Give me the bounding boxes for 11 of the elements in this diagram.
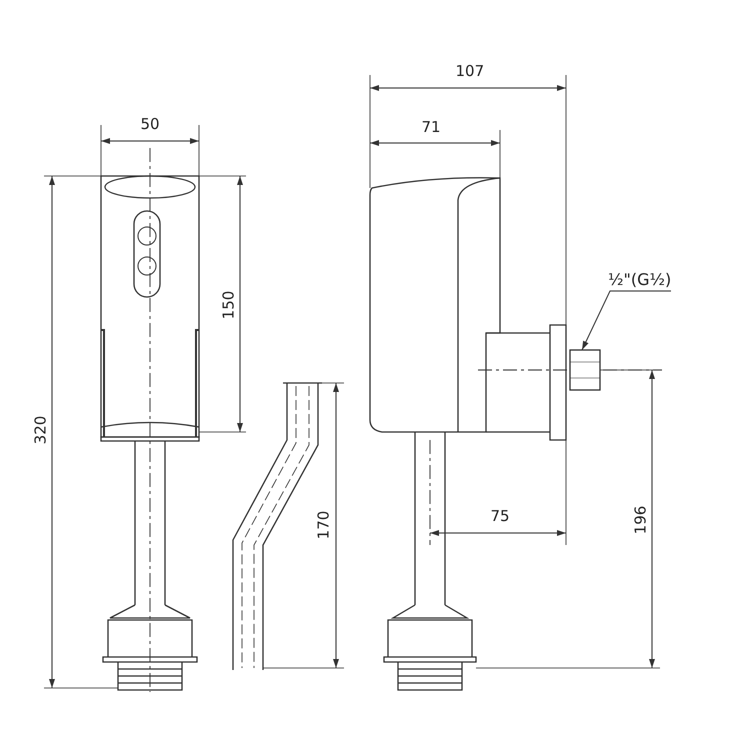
dimension-label: 71	[422, 119, 441, 135]
leader-line	[582, 290, 672, 350]
dimension-label: 107	[456, 63, 484, 79]
dimension-label: 150	[220, 290, 236, 320]
dimension-label: 170	[314, 510, 331, 540]
dimension-label: 320	[32, 416, 48, 444]
dimension-label: 196	[632, 506, 648, 534]
dimension-label: 75	[490, 508, 510, 524]
inlet-pipe	[569, 349, 601, 391]
thread-size-label: ½"(G½)	[608, 272, 672, 288]
dimension-label: 50	[140, 116, 160, 132]
